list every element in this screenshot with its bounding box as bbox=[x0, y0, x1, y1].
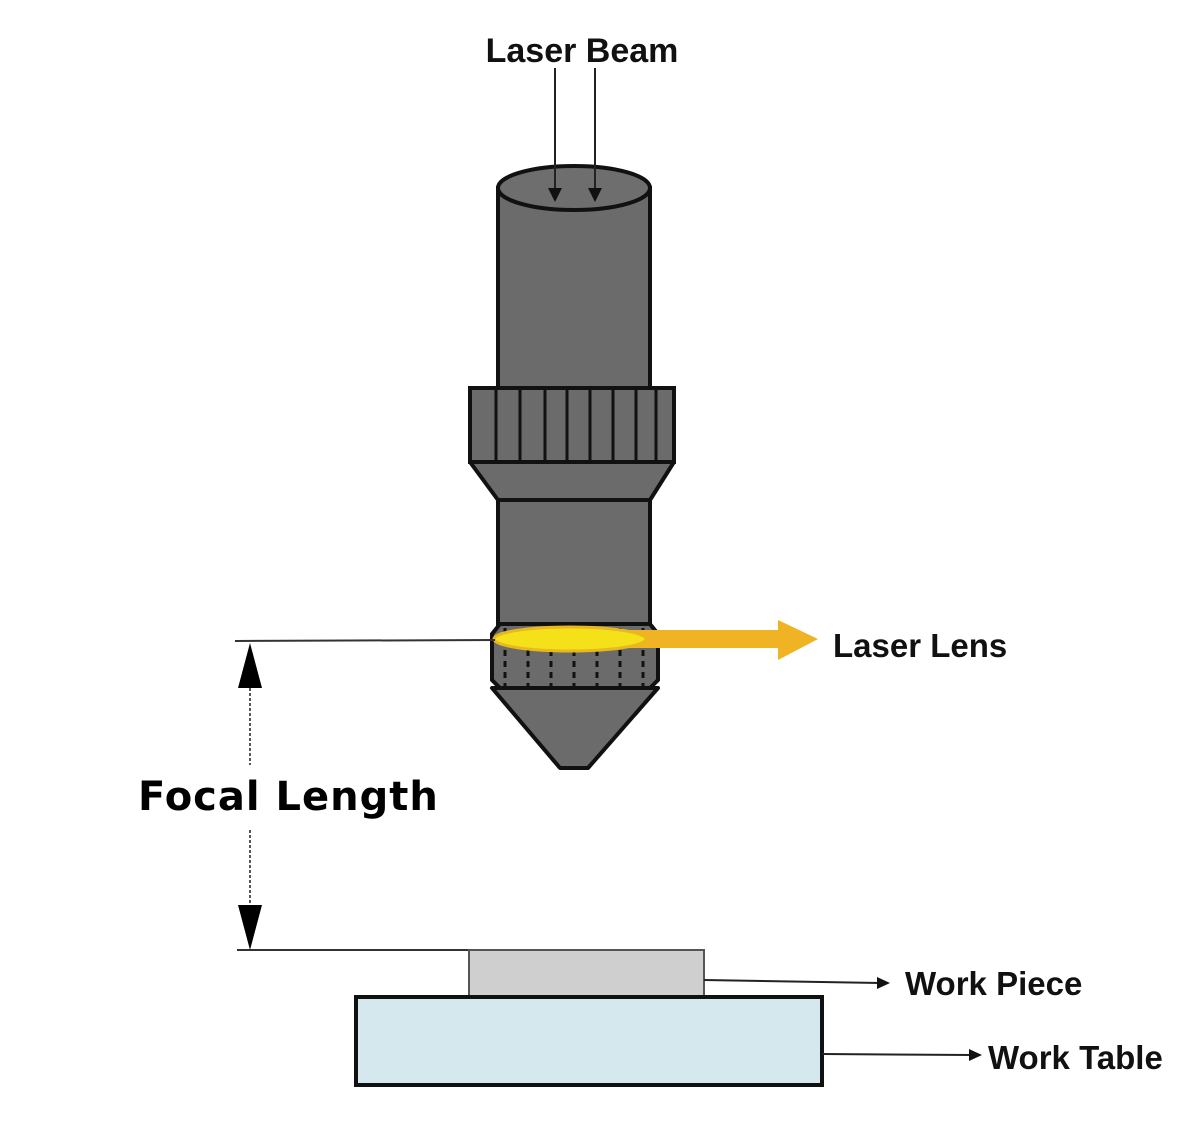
focal-length-dimension bbox=[234, 639, 496, 951]
work-piece-pointer bbox=[703, 977, 890, 989]
focal-length-label: Focal Length bbox=[138, 774, 439, 820]
work-table-pointer bbox=[821, 1049, 982, 1061]
work-table bbox=[354, 995, 824, 1087]
laser-beam-label: Laser Beam bbox=[486, 32, 679, 70]
work-piece-label: Work Piece bbox=[905, 965, 1082, 1002]
nozzle-lower-tube bbox=[496, 498, 652, 626]
work-piece bbox=[468, 949, 705, 998]
nozzle-cone-tip bbox=[490, 686, 660, 770]
lens-arrow-head bbox=[778, 620, 818, 660]
arrow-down-icon bbox=[238, 905, 262, 950]
arrow-up-icon bbox=[238, 643, 262, 688]
nozzle-upper-tube bbox=[496, 164, 652, 390]
laser-lens-indicator bbox=[492, 620, 818, 660]
focal-top-reference-line bbox=[234, 639, 496, 642]
laser-beam-arrows bbox=[548, 68, 602, 202]
knurled-collar bbox=[468, 386, 676, 502]
lens-highlight bbox=[492, 625, 648, 653]
laser-lens-label: Laser Lens bbox=[833, 627, 1007, 664]
work-table-label: Work Table bbox=[988, 1039, 1163, 1076]
